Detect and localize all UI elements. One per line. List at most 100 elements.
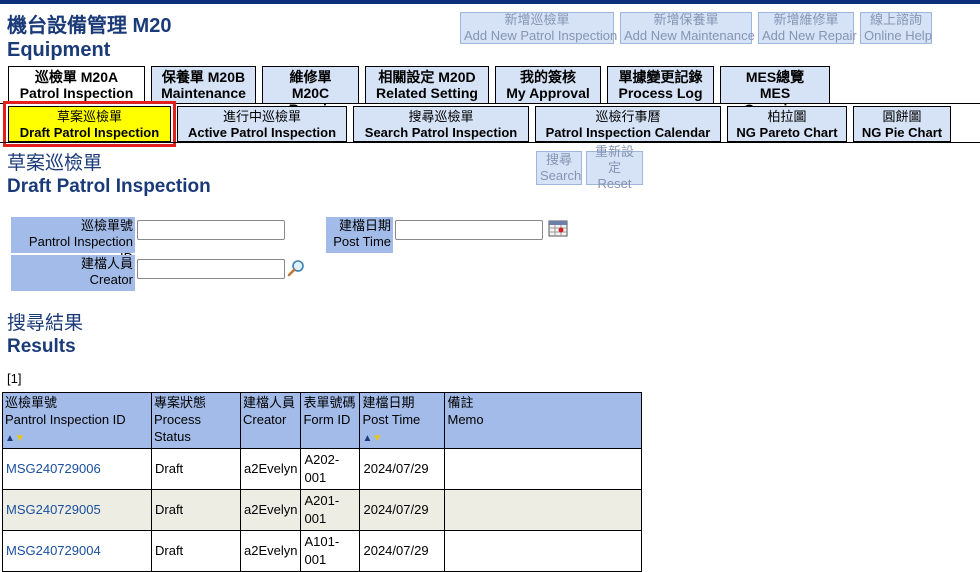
button-label-zh: 新增維修單 xyxy=(773,12,839,27)
tab-label-zh: 維修單 M20C xyxy=(289,69,332,101)
tab-repair[interactable]: 維修單 M20C Repair xyxy=(262,66,359,117)
creator-cell: a2Evelyn xyxy=(239,489,302,531)
header-post-time[interactable]: 建檔日期 Post Time ▲▼ xyxy=(359,392,446,449)
header-label-zh: 備註 xyxy=(447,395,474,410)
tab-related-setting[interactable]: 相關設定 M20D Related Setting xyxy=(365,66,489,103)
label-zh: 巡檢單號 xyxy=(80,218,133,233)
subtab-active-patrol-inspection[interactable]: 進行中巡檢單 Active Patrol Inspection xyxy=(177,106,347,142)
subtab-divider xyxy=(0,142,980,143)
add-maintenance-button[interactable]: 新增保養單 Add New Maintenance xyxy=(620,12,755,44)
header-form-id: 表單號碼 Form ID xyxy=(300,392,361,449)
tab-label-zh: 柏拉圖 xyxy=(767,109,807,124)
tab-label-en: Patrol Inspection Calendar xyxy=(545,125,711,140)
header-label-en: Creator xyxy=(243,412,287,427)
tab-label-en: Search Patrol Inspection xyxy=(364,125,518,140)
header-creator: 建檔人員 Creator xyxy=(239,392,302,449)
tab-label-zh: 單據變更記錄 xyxy=(618,69,703,85)
inspection-id-link[interactable]: MSG240729004 xyxy=(6,543,101,558)
tab-label-zh: 搜尋巡檢單 xyxy=(408,109,474,124)
button-label-en: Reset xyxy=(597,176,632,191)
subtab-ng-pie-chart[interactable]: 圓餅圖 NG Pie Chart xyxy=(853,106,951,142)
button-label-zh: 重新設定 xyxy=(594,144,634,175)
header-label-zh: 專案狀態 xyxy=(154,395,207,410)
results-title-zh: 搜尋結果 xyxy=(7,313,84,334)
tab-mes-overview[interactable]: MES總覽 MES Overview xyxy=(720,66,830,117)
creator-input[interactable] xyxy=(137,259,285,279)
button-label-en: Add New Maintenance xyxy=(624,28,755,43)
status-cell: Draft xyxy=(151,530,241,572)
top-border xyxy=(0,0,980,4)
label-zh: 建檔日期 xyxy=(338,218,391,233)
button-label-zh: 新增巡檢單 xyxy=(504,12,570,27)
subtab-draft-patrol-inspection[interactable]: 草案巡檢單 Draft Patrol Inspection xyxy=(3,101,176,147)
tab-patrol-inspection[interactable]: 巡檢單 M20A Patrol Inspection xyxy=(8,66,145,103)
add-repair-button[interactable]: 新增維修單 Add New Repair xyxy=(758,12,857,44)
button-label-en: Search xyxy=(540,168,582,183)
post-time-label: 建檔日期 Post Time xyxy=(326,217,393,253)
sort-icon[interactable]: ▲▼ xyxy=(362,433,383,444)
tab-process-log[interactable]: 單據變更記錄 Process Log xyxy=(607,66,714,103)
table-row: MSG240729005 Draft a2Evelyn A201-001 202… xyxy=(2,489,643,531)
tab-label-zh: 進行中巡檢單 xyxy=(222,109,301,124)
tab-label-en: Draft Patrol Inspection xyxy=(19,125,160,140)
sort-icon[interactable]: ▲▼ xyxy=(5,433,25,444)
pagination[interactable]: [1] xyxy=(7,371,22,386)
inspection-id-input[interactable] xyxy=(137,220,285,240)
table-row: MSG240729004 Draft a2Evelyn A101-001 202… xyxy=(2,530,643,572)
header-label-zh: 建檔人員 xyxy=(243,395,296,410)
header-label-en: Pantrol Inspection ID xyxy=(5,412,126,427)
calendar-icon[interactable] xyxy=(548,220,568,237)
search-button[interactable]: 搜尋 Search xyxy=(536,151,582,185)
subtab-patrol-inspection-calendar[interactable]: 巡檢行事曆 Patrol Inspection Calendar xyxy=(535,106,721,142)
tab-label-en: NG Pie Chart xyxy=(861,125,943,140)
results-title-en: Results xyxy=(7,336,76,357)
inspection-id-link[interactable]: MSG240729005 xyxy=(6,502,101,517)
button-label-zh: 線上諮詢 xyxy=(869,12,922,27)
form-id-cell: A201-001 xyxy=(300,489,361,531)
post-time-cell: 2024/07/29 xyxy=(359,489,446,531)
tab-label-zh: MES總覽 xyxy=(745,69,805,85)
table-header-row: 巡檢單號 Pantrol Inspection ID ▲▼ 專案狀態 Proce… xyxy=(2,392,643,449)
header-memo: 備註 Memo xyxy=(444,392,643,449)
header-label-en: Process Status xyxy=(154,412,201,444)
post-time-cell: 2024/07/29 xyxy=(359,530,446,572)
header-label-en: Form ID xyxy=(303,412,351,427)
tab-label-zh: 保養單 M20B xyxy=(161,69,246,85)
subtab-search-patrol-inspection[interactable]: 搜尋巡檢單 Search Patrol Inspection xyxy=(353,106,529,142)
tab-label-en: Active Patrol Inspection xyxy=(187,125,337,140)
tab-label-zh: 草案巡檢單 xyxy=(56,109,122,124)
reset-button[interactable]: 重新設定 Reset xyxy=(586,144,643,191)
tab-label-zh: 我的簽核 xyxy=(520,69,576,85)
tab-maintenance[interactable]: 保養單 M20B Maintenance xyxy=(151,66,256,103)
subtab-ng-pareto-chart[interactable]: 柏拉圖 NG Pareto Chart xyxy=(727,106,847,142)
online-help-button[interactable]: 線上諮詢 Online Help xyxy=(860,12,932,44)
tab-divider xyxy=(0,103,980,104)
tab-my-approval[interactable]: 我的簽核 My Approval xyxy=(495,66,601,103)
creator-label: 建檔人員 Creator xyxy=(11,255,135,291)
button-label-zh: 新增保養單 xyxy=(653,12,719,27)
app-title-zh: 機台設備管理 M20 xyxy=(7,15,172,37)
results-title: 搜尋結果 Results xyxy=(7,312,83,358)
header-label-en: Post Time xyxy=(362,412,421,427)
magnifier-icon[interactable] xyxy=(287,259,305,277)
header-inspection-id[interactable]: 巡檢單號 Pantrol Inspection ID ▲▼ xyxy=(2,392,152,449)
button-label-en: Add New Repair xyxy=(762,28,857,43)
button-label-zh: 搜尋 xyxy=(545,152,572,167)
post-time-input[interactable] xyxy=(395,220,543,240)
add-patrol-inspection-button[interactable]: 新增巡檢單 Add New Patrol Inspection xyxy=(460,12,618,44)
tab-label-en: Patrol Inspection xyxy=(19,85,134,101)
inspection-id-label: 巡檢單號 Pantrol Inspection ID xyxy=(11,217,135,265)
button-label-en: Add New Patrol Inspection xyxy=(464,28,618,43)
inspection-id-link[interactable]: MSG240729006 xyxy=(6,461,101,476)
label-en: Creator xyxy=(89,272,133,287)
creator-cell: a2Evelyn xyxy=(239,448,302,490)
header-label-zh: 表單號碼 xyxy=(303,395,356,410)
creator-cell: a2Evelyn xyxy=(239,530,302,572)
app-title: 機台設備管理 M20 Equipment xyxy=(7,14,171,62)
tab-label-zh: 巡檢單 M20A xyxy=(34,69,119,85)
tab-label-en: Maintenance xyxy=(161,85,246,101)
search-actions: 搜尋 Search 重新設定 Reset xyxy=(536,144,643,191)
status-cell: Draft xyxy=(151,489,241,531)
sub-tabs: 草案巡檢單 Draft Patrol Inspection 進行中巡檢單 Act… xyxy=(3,101,951,147)
tab-label-zh: 巡檢行事曆 xyxy=(595,109,661,124)
